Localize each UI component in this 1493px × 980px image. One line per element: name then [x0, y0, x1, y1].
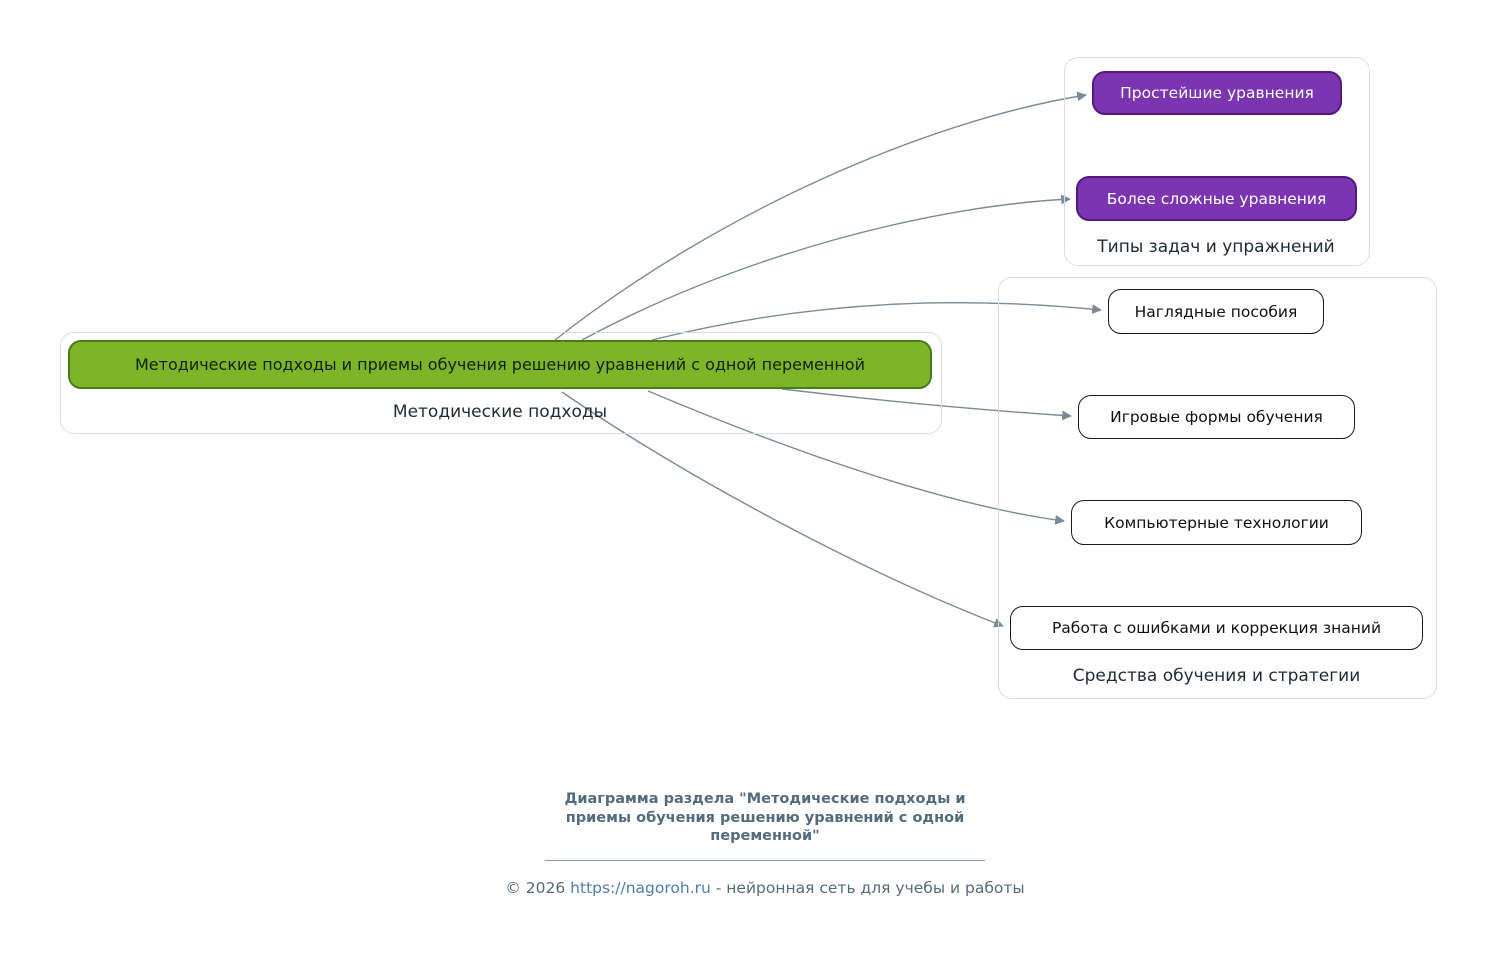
group-label-teaching-tools: Средства обучения и стратегии [1072, 666, 1361, 686]
node-game-forms: Игровые формы обучения [1078, 395, 1355, 439]
node-visual-aids: Наглядные пособия [1108, 289, 1324, 334]
footer-copyright: © 2026 https://nagoroh.ru - нейронная се… [460, 879, 1070, 897]
footer-divider [545, 859, 985, 861]
footer-title: Диаграмма раздела "Методические подходы … [460, 790, 1070, 846]
group-teaching-tools [998, 277, 1437, 699]
node-error-work: Работа с ошибками и коррекция знаний [1010, 606, 1423, 650]
group-label-task-types: Типы задач и упражнений [1097, 237, 1335, 257]
footer-title-line1: Диаграмма раздела "Методические подходы … [564, 791, 966, 807]
footer: Диаграмма раздела "Методические подходы … [460, 790, 1070, 897]
site-link[interactable]: https://nagoroh.ru [570, 878, 711, 897]
node-complex-equations: Более сложные уравнения [1076, 176, 1357, 221]
copyright-prefix: © 2026 [505, 878, 571, 897]
group-label-methodical-approaches: Методические подходы [392, 402, 608, 422]
edge-root-to-complex-equations [581, 194, 1071, 341]
copyright-suffix: - нейронная сеть для учебы и работы [710, 878, 1025, 897]
node-computer-tech: Компьютерные технологии [1071, 500, 1362, 545]
node-root-methodical-approaches: Методические подходы и приемы обучения р… [68, 340, 932, 389]
node-simple-equations: Простейшие уравнения [1092, 71, 1342, 115]
group-task-types [1064, 57, 1370, 266]
group-methodical-approaches [60, 332, 942, 434]
footer-title-line3: переменной" [710, 828, 820, 845]
footer-title-line2: приемы обучения решению уравнений с одно… [565, 809, 965, 826]
